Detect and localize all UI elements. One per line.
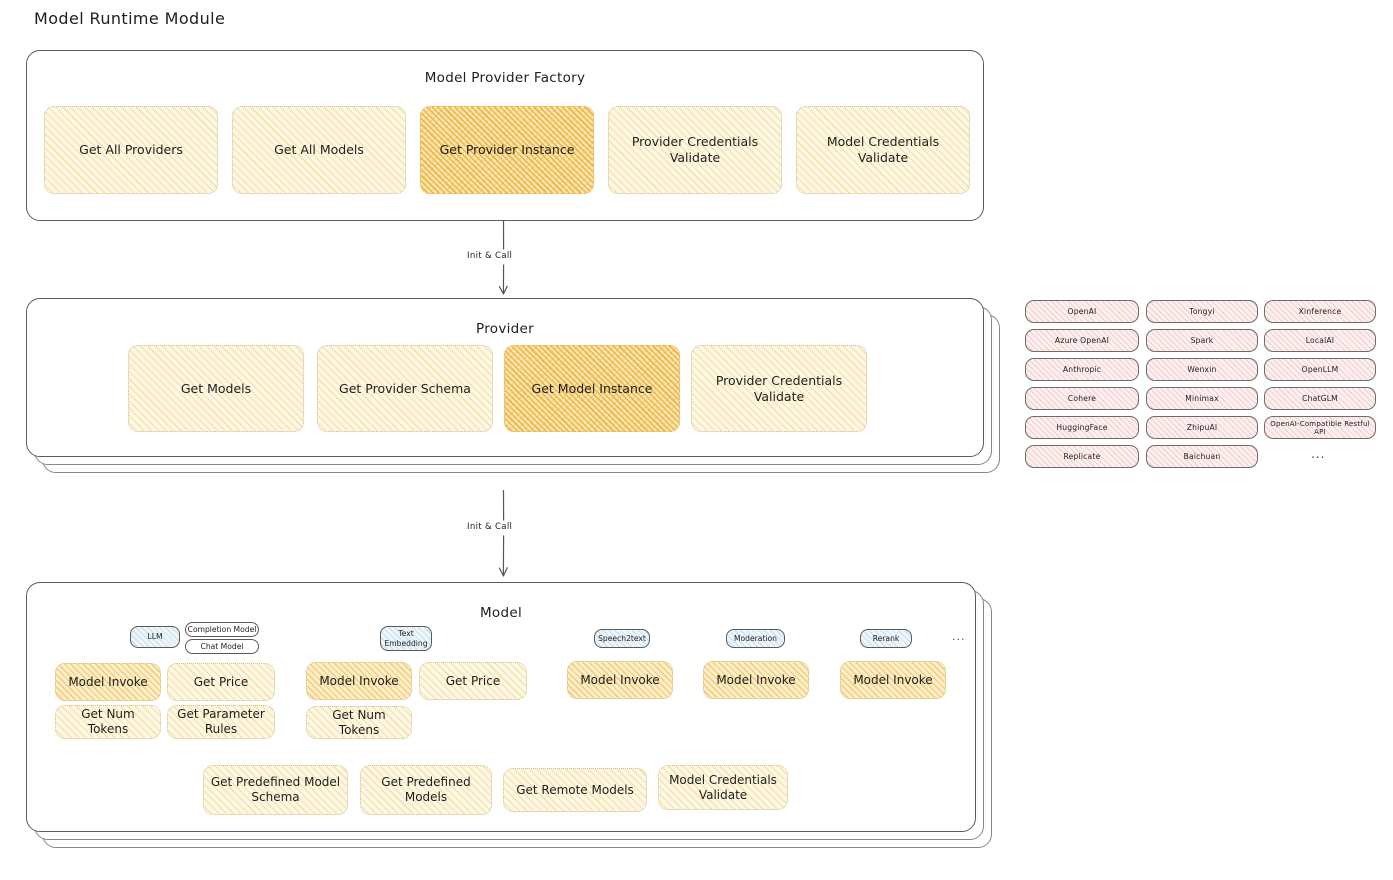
provider-chip[interactable]: HuggingFace [1025, 416, 1139, 439]
model-shared-method-box[interactable]: Get Remote Models [503, 768, 647, 812]
provider-chip[interactable]: OpenLLM [1264, 358, 1376, 381]
provider-chip[interactable]: Wenxin [1146, 358, 1258, 381]
provider-chip[interactable]: Minimax [1146, 387, 1258, 410]
provider-title: Provider [476, 321, 534, 337]
provider-chip[interactable]: Anthropic [1025, 358, 1139, 381]
model-title: Model [479, 605, 523, 621]
model-method-box[interactable]: Model Invoke [567, 661, 673, 699]
factory-method-get-all-models[interactable]: Get All Models [232, 106, 406, 194]
arrow-factory-to-provider: Init & Call [467, 220, 540, 301]
model-type-chip[interactable]: Speech2text [594, 629, 650, 648]
provider-chip[interactable]: Baichuan [1146, 445, 1258, 468]
model-container: Model [26, 582, 976, 832]
provider-chip[interactable]: OpenAI-Compatible Restful API [1264, 416, 1376, 439]
arrow-2-label: Init & Call [467, 522, 513, 532]
provider-chip[interactable]: LocalAI [1264, 329, 1376, 352]
model-method-box[interactable]: Get Price [167, 663, 275, 701]
model-types-more: ... [952, 630, 966, 643]
arrow-1-label: Init & Call [467, 251, 513, 261]
model-shared-method-box[interactable]: Get Predefined Models [360, 765, 492, 815]
provider-chip[interactable]: Spark [1146, 329, 1258, 352]
provider-chip[interactable]: Xinference [1264, 300, 1376, 323]
provider-chip[interactable]: ZhipuAI [1146, 416, 1258, 439]
model-method-box[interactable]: Get Num Tokens [306, 706, 412, 739]
factory-title: Model Provider Factory [424, 70, 586, 86]
model-type-chip[interactable]: Rerank [860, 629, 912, 648]
model-shared-method-box[interactable]: Model Credentials Validate [658, 765, 788, 810]
arrow-1-icon [498, 220, 508, 295]
provider-chip[interactable]: Replicate [1025, 445, 1139, 468]
page-title: Model Runtime Module [34, 9, 226, 28]
provider-list-more: ... [1311, 447, 1326, 461]
provider-chip[interactable]: Azure OpenAI [1025, 329, 1139, 352]
model-method-box[interactable]: Model Invoke [840, 661, 946, 699]
provider-method-get-model-instance[interactable]: Get Model Instance [504, 345, 680, 432]
provider-method-get-provider-schema[interactable]: Get Provider Schema [317, 345, 493, 432]
provider-chip[interactable]: OpenAI [1025, 300, 1139, 323]
factory-method-provider-credentials-validate[interactable]: Provider Credentials Validate [608, 106, 782, 194]
model-shared-method-box[interactable]: Get Predefined Model Schema [203, 765, 348, 815]
provider-chip[interactable]: Cohere [1025, 387, 1139, 410]
model-method-box[interactable]: Model Invoke [55, 663, 161, 701]
provider-chip[interactable]: Tongyi [1146, 300, 1258, 323]
model-method-box[interactable]: Get Price [419, 662, 527, 700]
factory-method-get-all-providers[interactable]: Get All Providers [44, 106, 218, 194]
arrow-2-icon [498, 489, 508, 577]
provider-method-provider-credentials-validate[interactable]: Provider Credentials Validate [691, 345, 867, 432]
provider-method-get-models[interactable]: Get Models [128, 345, 304, 432]
model-method-box[interactable]: Get Num Tokens [55, 705, 161, 739]
provider-chip[interactable]: ChatGLM [1264, 387, 1376, 410]
factory-method-model-credentials-validate[interactable]: Model Credentials Validate [796, 106, 970, 194]
model-type-chip[interactable]: Moderation [726, 629, 785, 648]
model-method-box[interactable]: Get Parameter Rules [167, 705, 275, 739]
model-type-chip[interactable]: Text Embedding [380, 626, 432, 651]
model-method-box[interactable]: Model Invoke [703, 661, 809, 699]
model-type-chip[interactable]: LLM [130, 626, 180, 648]
model-method-box[interactable]: Model Invoke [306, 662, 412, 700]
model-sub-chip[interactable]: Chat Model [185, 639, 259, 654]
factory-method-get-provider-instance[interactable]: Get Provider Instance [420, 106, 594, 194]
arrow-provider-to-model: Init & Call [467, 489, 540, 582]
model-sub-chip[interactable]: Completion Model [185, 622, 259, 637]
